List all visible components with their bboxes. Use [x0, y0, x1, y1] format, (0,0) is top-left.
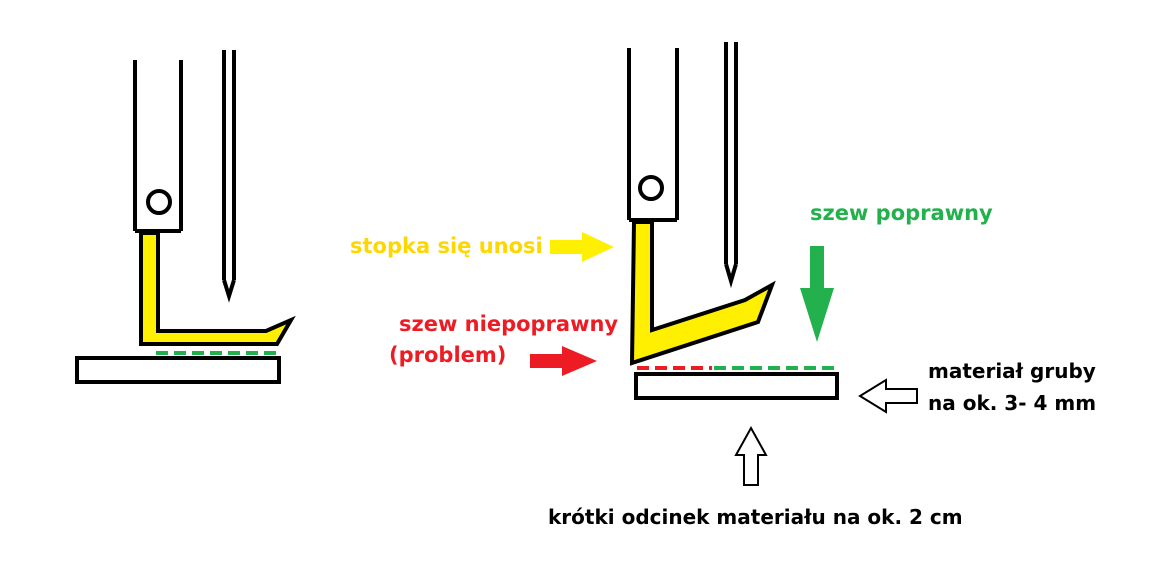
thick-material-label-line2: na ok. 3- 4 mm	[928, 391, 1096, 415]
right-screw-icon	[638, 175, 664, 201]
left-material	[75, 356, 281, 384]
left-presser-foot	[139, 231, 296, 346]
correct-seam-label: szew poprawny	[810, 201, 993, 225]
arrow-left-outline-icon	[858, 378, 918, 414]
short-piece-label: krótki odcinek materiału na ok. 2 cm	[548, 505, 963, 529]
arrow-down-icon	[800, 246, 834, 342]
foot-lifts-label: stopka się unosi	[350, 234, 543, 258]
right-presser-foot	[629, 220, 776, 366]
left-presser-bar	[133, 60, 183, 233]
thick-material-label-line1: materiał gruby	[928, 359, 1096, 383]
problem-label: (problem)	[389, 343, 506, 367]
left-screw-icon	[146, 189, 172, 215]
left-needle	[222, 50, 236, 303]
arrow-right-icon	[550, 232, 614, 262]
right-machine-illustration	[627, 42, 839, 400]
arrow-up-outline-icon	[734, 425, 768, 486]
incorrect-seam-label: szew niepoprawny	[399, 312, 618, 336]
right-presser-bar	[627, 48, 679, 222]
arrow-right-icon	[530, 346, 597, 376]
right-needle	[724, 42, 738, 289]
left-machine-illustration	[75, 50, 296, 384]
right-material	[634, 372, 839, 400]
